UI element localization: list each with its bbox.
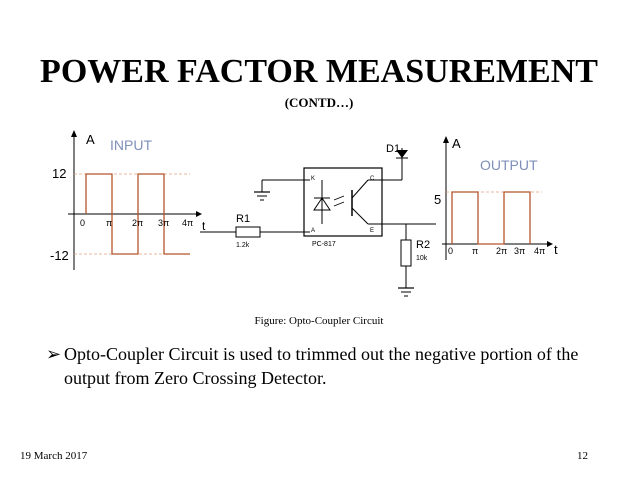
figure-caption: Figure: Opto-Coupler Circuit <box>254 315 384 327</box>
bullet-text: Opto-Coupler Circuit is used to trimmed … <box>64 344 579 388</box>
output-t-label: t <box>554 242 558 257</box>
r2-value: 10k <box>416 255 428 262</box>
output-tick-4: 4π <box>534 246 545 256</box>
input-tick-4: 4π <box>182 218 193 228</box>
pin-k: K <box>311 176 315 182</box>
r1-label: R1 <box>236 213 250 225</box>
input-y-low: -12 <box>50 248 69 263</box>
output-axis-label: A <box>452 136 461 151</box>
input-tick-1: π <box>106 218 112 228</box>
output-graph: A OUTPUT 5 0 π 2π 3π 4π t <box>434 136 558 260</box>
input-graph: A INPUT 12 -12 0 π 2π 3π 4π t <box>50 130 206 270</box>
pin-a: A <box>311 228 315 234</box>
led-icon <box>313 197 331 211</box>
opto-coupler-box <box>303 167 383 237</box>
pin-c: C <box>370 176 375 182</box>
input-tick-3: 3π <box>158 218 169 228</box>
output-y-high: 5 <box>434 192 441 207</box>
resistor-r1 <box>235 226 261 238</box>
output-tick-3: 3π <box>514 246 525 256</box>
output-title: OUTPUT <box>480 157 538 173</box>
output-tick-1: π <box>472 246 478 256</box>
output-tick-2: 2π <box>496 246 507 256</box>
input-tick-2: 2π <box>132 218 143 228</box>
input-y-high: 12 <box>52 166 66 181</box>
input-t-label: t <box>202 219 206 233</box>
pin-e: E <box>370 228 374 234</box>
footer-page-number: 12 <box>577 450 588 462</box>
circuit: R1 1.2k K A C E P <box>200 143 436 297</box>
slide-subtitle: (CONTD…) <box>284 95 354 110</box>
diode-d1-icon <box>396 150 408 158</box>
slide-title: POWER FACTOR MEASUREMENT <box>40 53 598 90</box>
opto-label: PC-817 <box>312 241 336 248</box>
arrow-bullet-icon: ➢ <box>46 344 62 364</box>
resistor-r2 <box>400 239 412 267</box>
r1-value: 1.2k <box>236 242 250 249</box>
input-title: INPUT <box>110 137 152 153</box>
input-tick-0: 0 <box>80 218 85 228</box>
footer-date: 19 March 2017 <box>20 450 88 462</box>
output-tick-0: 0 <box>448 246 453 256</box>
r2-label: R2 <box>416 239 430 251</box>
bullet-point: ➢ Opto-Coupler Circuit is used to trimme… <box>46 342 606 390</box>
opto-coupler-circuit-diagram: A INPUT 12 -12 0 π 2π 3π 4π t R1 1.2k <box>50 130 558 297</box>
input-axis-label: A <box>86 132 95 147</box>
d1-label: D1 <box>386 143 400 155</box>
